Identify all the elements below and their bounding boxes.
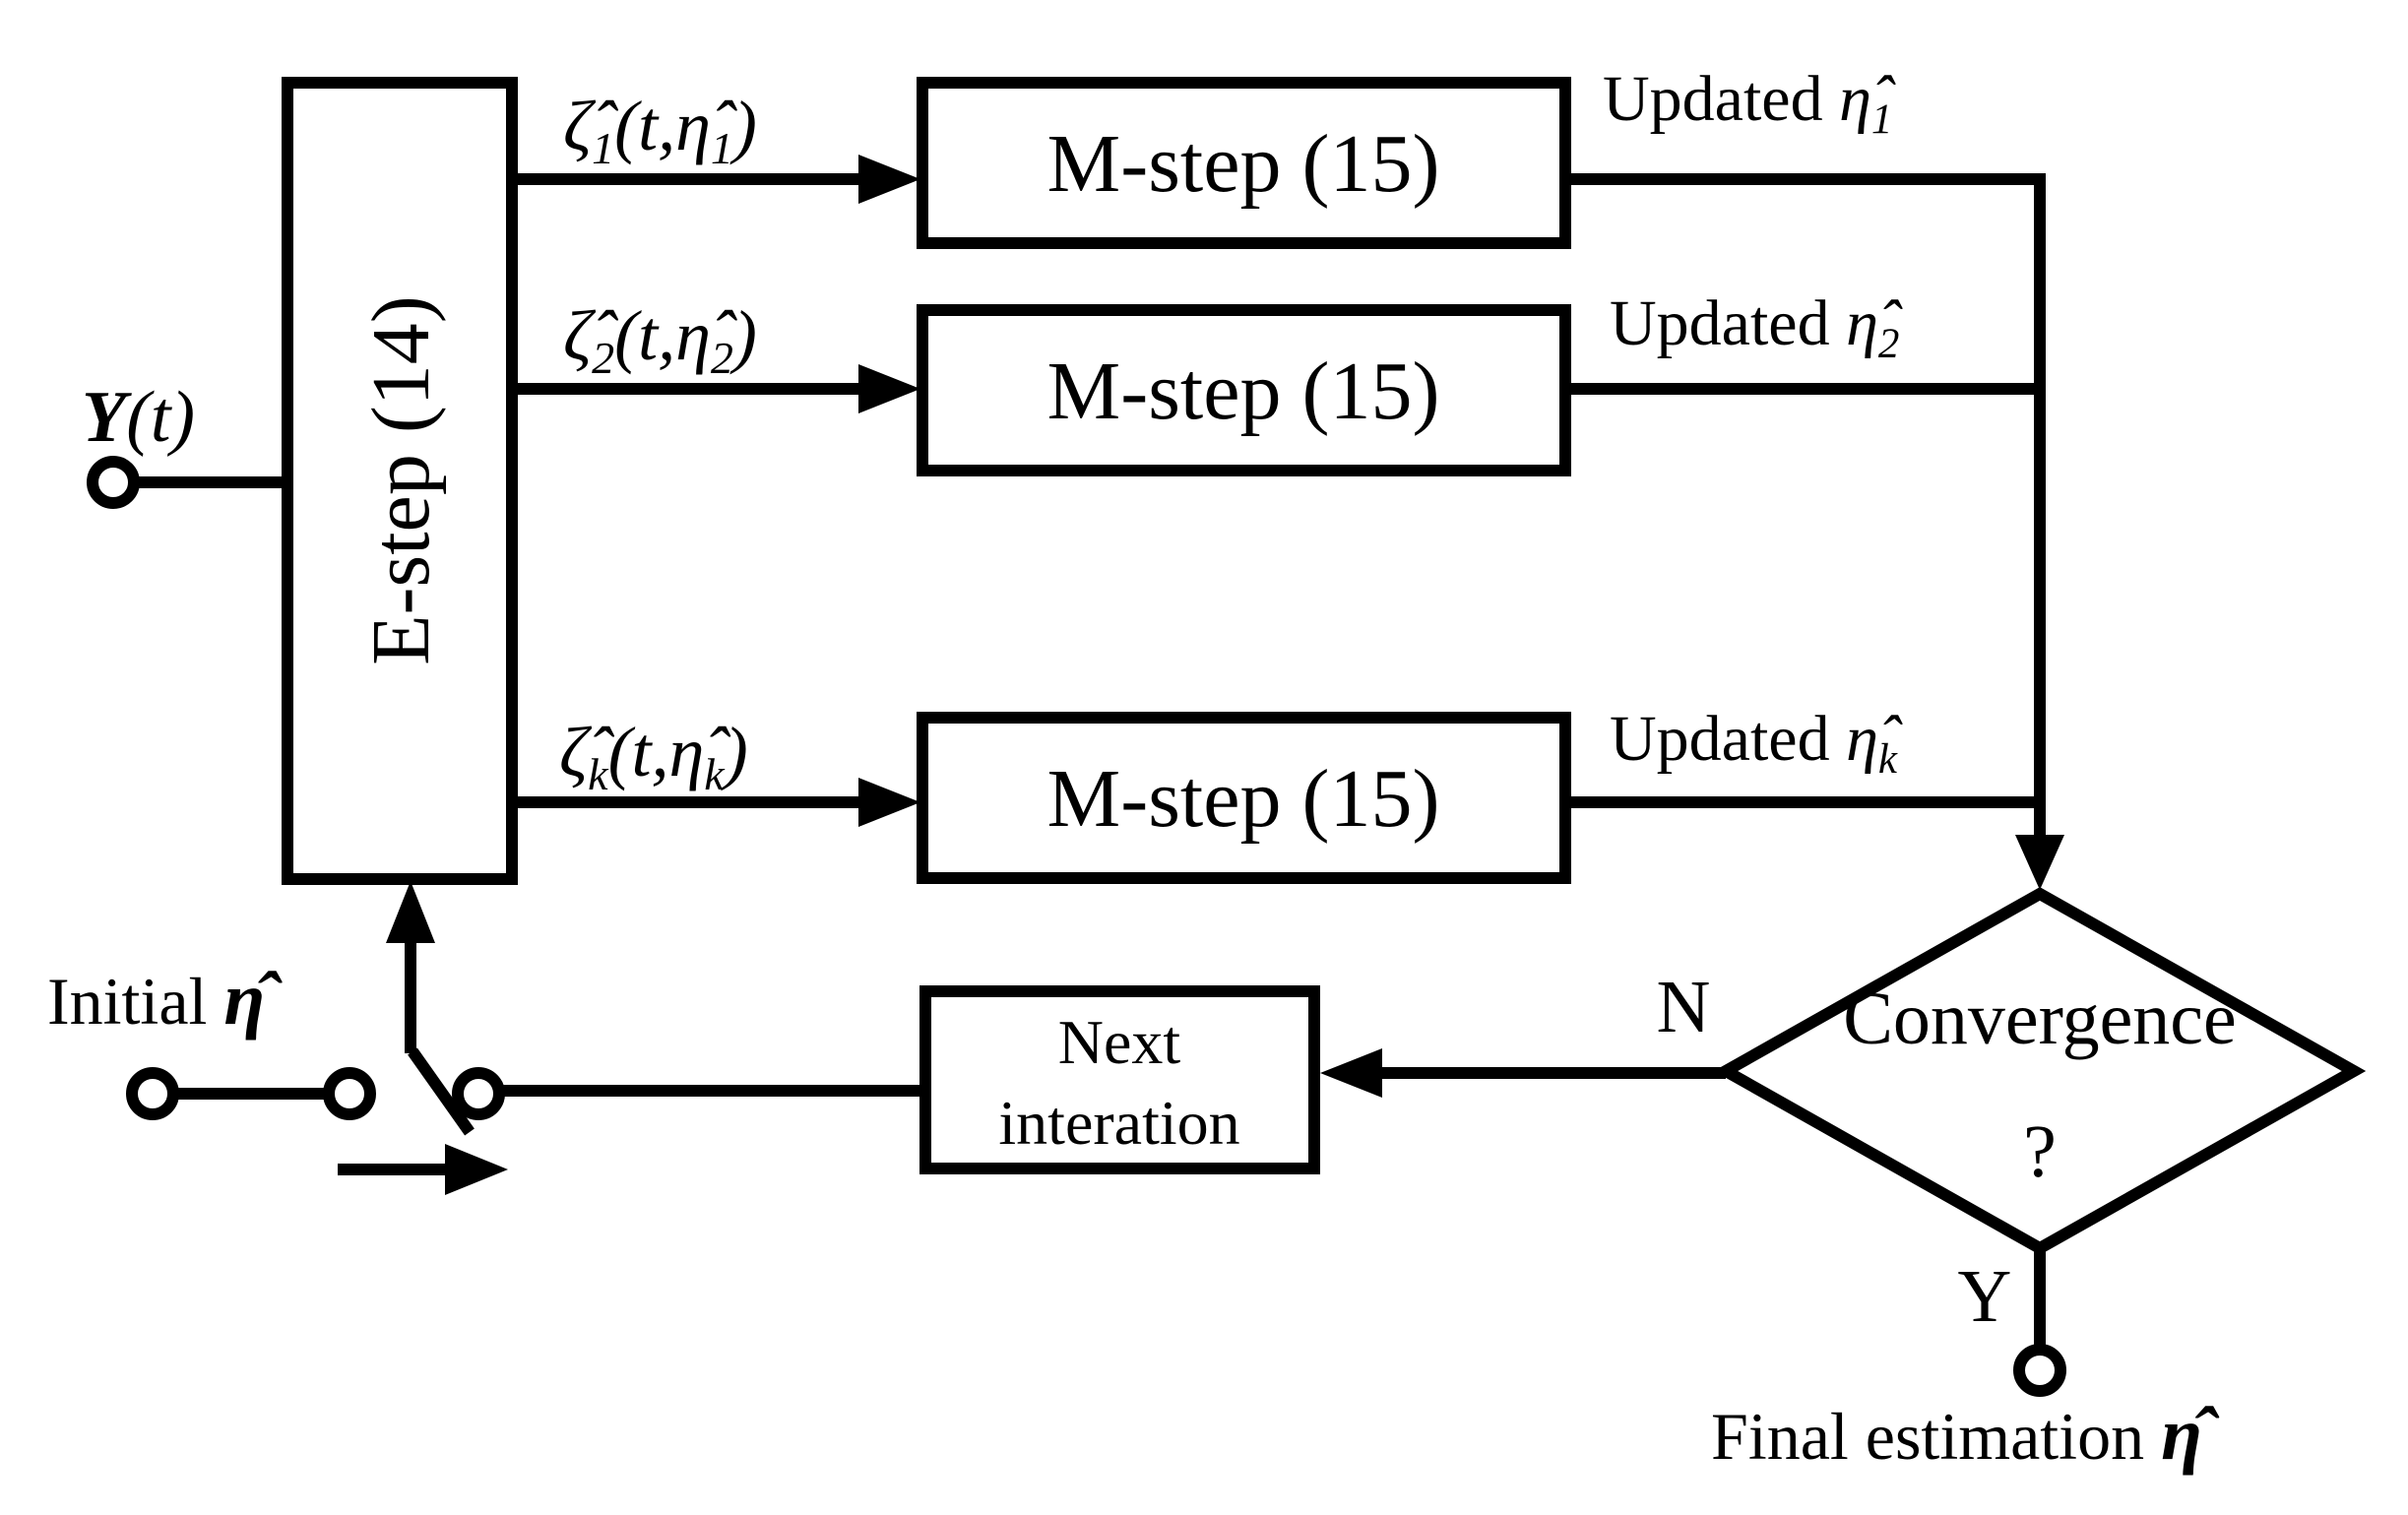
next-iteration-label-line1: Next [1058,1007,1181,1077]
e-to-mstep-2-arrowhead [858,364,920,413]
m-step-k-box [917,712,1571,884]
merge-line-group [2015,173,2064,890]
switch-contact-right [452,1067,505,1120]
initial-eta-label: Initial η̂ [47,958,283,1041]
e-step-label: E-step (14) [355,295,447,665]
switch-terminal-initial [126,1067,179,1120]
e-step-box [282,77,518,885]
decision-group: Convergence ? N Y [1657,887,2367,1338]
input-terminal-group: Y(t) [82,377,287,509]
nextbox-arrowhead [1320,1048,1382,1098]
switch-to-estep-arrowhead [386,881,435,943]
final-terminal-circle [2013,1344,2066,1397]
zeta-k-label: ζ̂k(t,η̂k) [559,713,748,799]
m-step-2-label: M-step (15) [1047,346,1440,437]
switch-contact-left [323,1067,376,1120]
convergence-label-line1: Convergence [1843,978,2237,1060]
m-step-k-label: M-step (15) [1047,753,1440,845]
updated-eta-1-label: Updated η̂1 [1603,63,1896,143]
branch-no-label: N [1657,966,1711,1048]
convergence-label-line2: ? [2023,1110,2057,1193]
zeta-1-label: ζ̂1(t,η̂1) [563,87,757,173]
switch-group: Initial η̂ [47,881,508,1195]
row-2: ζ̂2(t,η̂2) M-step (15) Updated η̂2 [512,287,2034,476]
e-step-block: E-step (14) [282,77,518,885]
updated-eta-2-label: Updated η̂2 [1610,287,1903,367]
next-iteration-box [919,985,1320,1174]
input-signal-label: Y(t) [82,377,195,458]
updated-eta-k-label: Updated η̂k [1610,703,1903,783]
switch-motion-arrowhead [445,1144,508,1195]
zeta-2-label: ζ̂2(t,η̂2) [563,296,757,383]
input-terminal-circle [87,456,140,509]
switch-lever [408,1047,475,1136]
e-to-mstep-k-arrowhead [858,778,920,827]
final-estimation-label: Final estimation η̂ [1711,1393,2220,1476]
branch-yes-label: Y [1958,1255,2012,1338]
row-1: ζ̂1(t,η̂1) M-step (15) Updated η̂1 [512,63,2046,249]
row-3: ζ̂k(t,η̂k) M-step (15) Updated η̂k [512,703,2034,884]
m-step-1-label: M-step (15) [1047,118,1440,210]
m-step-2-box [917,304,1571,476]
e-to-mstep-1-arrowhead [858,155,920,204]
convergence-diamond [1713,887,2367,1255]
merge-down-arrowhead [2015,835,2064,890]
next-iteration-group: Next interation [499,985,1726,1174]
m-step-1-box [917,77,1571,249]
next-iteration-label-line2: interation [998,1088,1239,1158]
